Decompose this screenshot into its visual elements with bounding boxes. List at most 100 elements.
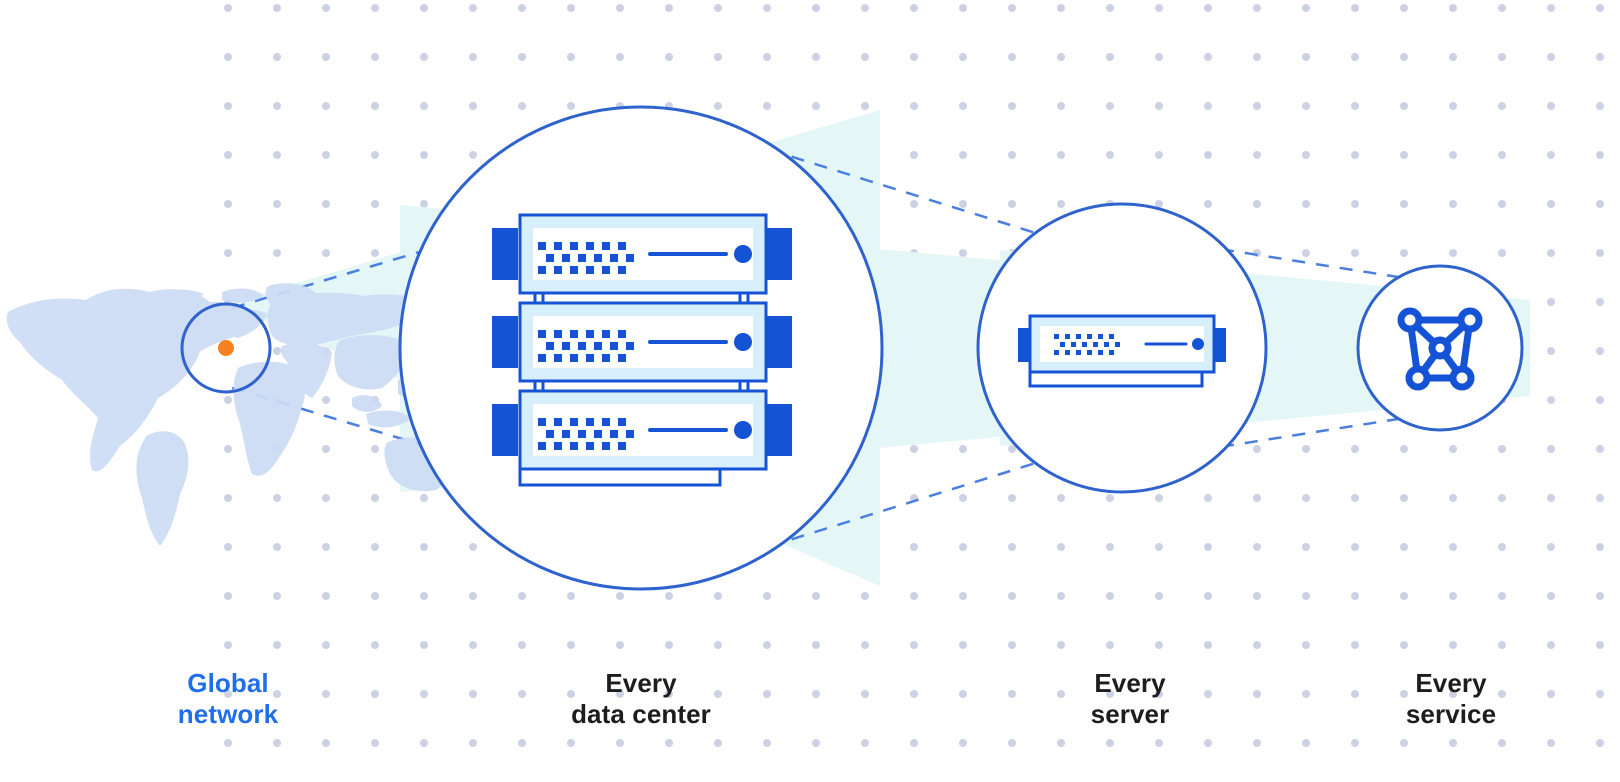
network-graph-nodes <box>1397 307 1483 391</box>
grid-dot <box>1106 592 1114 600</box>
grid-dot <box>469 690 477 698</box>
grid-dot <box>273 200 281 208</box>
grid-dot <box>959 494 967 502</box>
grid-dot <box>665 53 673 61</box>
grid-dot <box>812 739 820 747</box>
grid-dot <box>910 445 918 453</box>
grid-dot <box>1449 53 1457 61</box>
grid-dot <box>714 739 722 747</box>
grid-dot <box>861 4 869 12</box>
grid-dot <box>371 151 379 159</box>
grid-dot <box>1302 445 1310 453</box>
grid-dot <box>1351 690 1359 698</box>
grid-dot <box>910 690 918 698</box>
grid-dot <box>910 592 918 600</box>
grid-dot <box>1351 53 1359 61</box>
grid-dot <box>959 249 967 257</box>
grid-dot <box>1106 641 1114 649</box>
grid-dot <box>469 739 477 747</box>
grid-dot <box>322 543 330 551</box>
grid-dot <box>1547 641 1555 649</box>
grid-dot <box>1302 543 1310 551</box>
server-vent-dots-1 <box>538 242 634 274</box>
grid-dot <box>1204 151 1212 159</box>
grid-dot <box>1155 53 1163 61</box>
grid-dot <box>1057 53 1065 61</box>
grid-dot <box>1302 4 1310 12</box>
grid-dot <box>1400 641 1408 649</box>
map-highlight-circle <box>180 302 272 394</box>
grid-dot <box>469 151 477 159</box>
grid-dot <box>1596 102 1604 110</box>
grid-dot <box>861 641 869 649</box>
grid-dot <box>371 4 379 12</box>
grid-dot <box>1204 543 1212 551</box>
grid-dot <box>420 543 428 551</box>
stage-label-every-server: Every server <box>1030 668 1230 730</box>
grid-dot <box>1596 53 1604 61</box>
grid-dot <box>1596 494 1604 502</box>
grid-dot <box>322 739 330 747</box>
grid-dot <box>616 739 624 747</box>
grid-dot <box>420 690 428 698</box>
grid-dot <box>1008 102 1016 110</box>
grid-dot <box>1155 543 1163 551</box>
grid-dot <box>1498 494 1506 502</box>
stage-label-every-service-line2: service <box>1405 699 1497 729</box>
grid-dot <box>567 53 575 61</box>
grid-dot <box>1400 151 1408 159</box>
grid-dot <box>1204 4 1212 12</box>
grid-dot <box>959 641 967 649</box>
grid-dot <box>714 102 722 110</box>
grid-dot <box>1155 739 1163 747</box>
grid-dot <box>910 102 918 110</box>
grid-dot <box>1302 53 1310 61</box>
grid-dot <box>518 4 526 12</box>
grid-dot <box>273 151 281 159</box>
grid-dot <box>1057 641 1065 649</box>
grid-dot <box>1351 249 1359 257</box>
grid-dot <box>1155 641 1163 649</box>
grid-dot <box>1008 543 1016 551</box>
grid-dot <box>1057 739 1065 747</box>
grid-dot <box>1498 102 1506 110</box>
grid-dot <box>1498 445 1506 453</box>
grid-dot <box>763 4 771 12</box>
grid-dot <box>1498 739 1506 747</box>
grid-dot <box>1302 151 1310 159</box>
grid-dot <box>1057 543 1065 551</box>
grid-dot <box>616 4 624 12</box>
grid-dot <box>616 53 624 61</box>
grid-dot <box>714 53 722 61</box>
grid-dot <box>1449 543 1457 551</box>
grid-dot <box>1302 592 1310 600</box>
grid-dot <box>1008 53 1016 61</box>
server-rack-icon <box>492 213 792 487</box>
grid-dot <box>371 249 379 257</box>
grid-dot <box>812 4 820 12</box>
grid-dot <box>714 592 722 600</box>
grid-dot <box>1351 4 1359 12</box>
grid-dot <box>812 690 820 698</box>
grid-dot <box>910 53 918 61</box>
grid-dot <box>1155 102 1163 110</box>
grid-dot <box>665 690 673 698</box>
grid-dot <box>371 690 379 698</box>
grid-dot <box>469 53 477 61</box>
grid-dot <box>273 4 281 12</box>
grid-dot <box>1596 347 1604 355</box>
grid-dot <box>224 151 232 159</box>
grid-dot <box>1449 151 1457 159</box>
grid-dot <box>1008 739 1016 747</box>
grid-dot <box>665 592 673 600</box>
grid-dot <box>1204 53 1212 61</box>
grid-dot <box>1449 690 1457 698</box>
grid-dot <box>1400 102 1408 110</box>
grid-dot <box>1302 690 1310 698</box>
grid-dot <box>1596 151 1604 159</box>
grid-dot <box>959 4 967 12</box>
stage-label-every-data-center-line2: data center <box>571 699 711 729</box>
grid-dot <box>1547 445 1555 453</box>
grid-dot <box>861 102 869 110</box>
